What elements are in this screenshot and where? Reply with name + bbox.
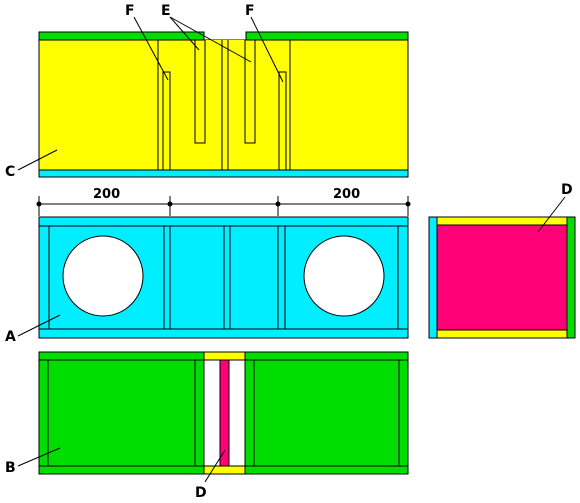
- slot-f-left: [162, 71, 171, 171]
- label-b: B: [5, 460, 16, 476]
- side-panel-yellow-top: [436, 216, 568, 226]
- dimension-label-left: 200: [93, 187, 120, 202]
- slot-e-left: [194, 39, 206, 144]
- leader-d-bottom: [204, 449, 226, 483]
- slot-e-right: [244, 39, 256, 144]
- top-panel-green-strip-right: [245, 31, 409, 41]
- side-panel-magenta-core: [436, 224, 568, 331]
- leader-c: [17, 149, 58, 171]
- label-d-top: D: [561, 182, 573, 198]
- top-panel-c: [38, 31, 409, 178]
- label-e: E: [161, 3, 171, 19]
- bottom-panel-b: [38, 351, 409, 475]
- side-panel-yellow-bottom: [436, 329, 568, 339]
- hole-right: [303, 235, 385, 317]
- label-f-right: F: [245, 3, 255, 19]
- label-f-left: F: [125, 3, 135, 19]
- bottom-center-yellow-bottom: [203, 465, 246, 475]
- leader-e-left: [169, 16, 200, 51]
- dimension-line: 200 200: [36, 187, 411, 216]
- middle-panel-a: [38, 216, 409, 339]
- bottom-center-yellow-top: [203, 351, 246, 361]
- bottom-panel-left-green: [38, 351, 205, 475]
- top-panel-green-strip-left: [38, 31, 205, 41]
- leader-e-right: [169, 16, 252, 63]
- label-a: A: [5, 329, 16, 345]
- side-panel-d: [428, 216, 576, 339]
- leader-f-right: [250, 16, 284, 83]
- leader-b: [17, 447, 61, 467]
- dimension-dot-1: [36, 201, 42, 207]
- dimension-dot-2: [167, 201, 173, 207]
- hole-left: [62, 235, 144, 317]
- bottom-panel-right-green: [244, 351, 409, 475]
- label-c: C: [5, 164, 15, 180]
- dimension-dot-4: [405, 201, 411, 207]
- side-panel-cyan-edge: [428, 216, 438, 339]
- slot-f-right: [278, 71, 287, 171]
- dimension-dot-3: [275, 201, 281, 207]
- leader-d-top: [537, 196, 566, 233]
- bottom-center-magenta: [219, 359, 230, 467]
- leader-a: [17, 314, 61, 337]
- label-d-bottom: D: [195, 485, 207, 501]
- leader-f-left: [133, 16, 169, 81]
- top-panel-center-gap: [204, 40, 246, 170]
- dimension-label-right: 200: [333, 187, 360, 202]
- side-panel-green-edge: [566, 216, 576, 339]
- top-panel-cyan-strip: [38, 169, 409, 178]
